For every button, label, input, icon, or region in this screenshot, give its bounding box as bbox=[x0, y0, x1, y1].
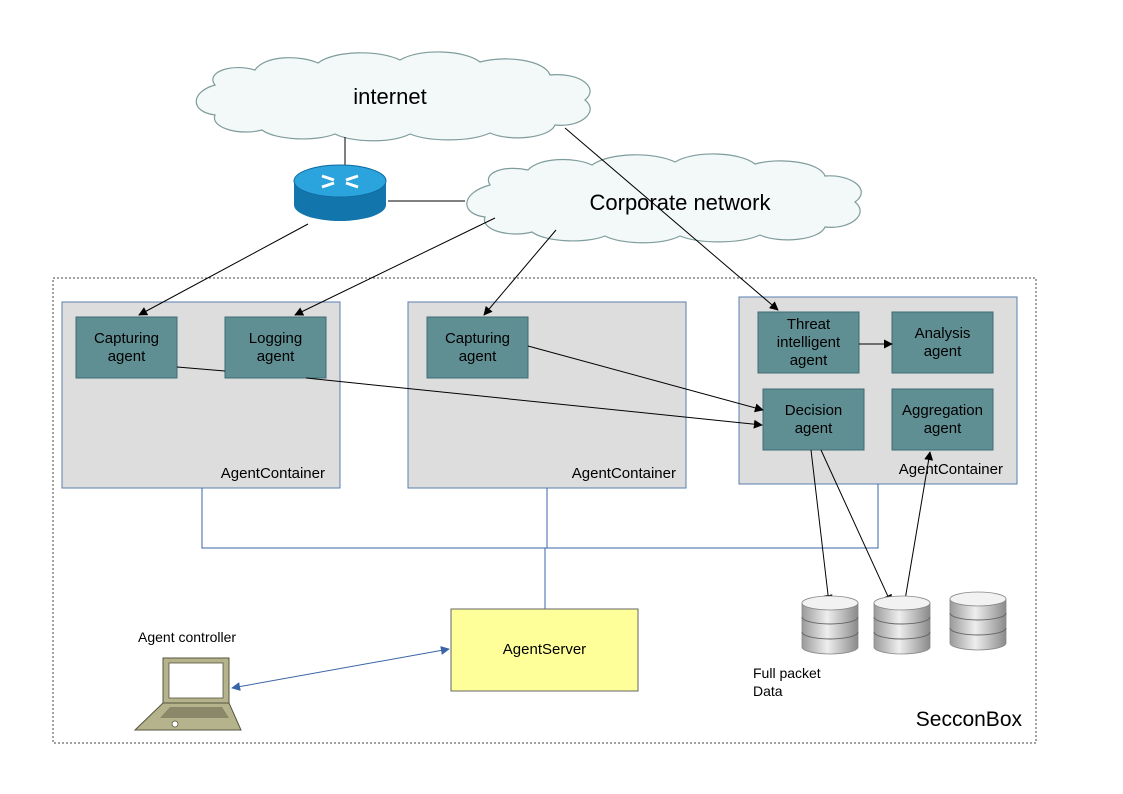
storage-label-line2: Data bbox=[753, 683, 783, 699]
svg-text:Capturing: Capturing bbox=[445, 330, 510, 347]
capturing-agent-1: Capturing agent bbox=[75, 316, 178, 379]
svg-text:Threat: Threat bbox=[787, 316, 831, 333]
storage-label-line1: Full packet bbox=[753, 665, 821, 681]
internet-label: internet bbox=[353, 84, 426, 109]
analysis-agent: Analysis agent bbox=[891, 311, 994, 374]
agent-container-label: AgentContainer bbox=[899, 461, 1003, 478]
container-bus bbox=[201, 484, 879, 609]
agent-controller-label: Agent controller bbox=[138, 629, 236, 645]
svg-text:intelligent: intelligent bbox=[777, 334, 841, 351]
svg-text:agent: agent bbox=[924, 343, 962, 360]
agent-container-label: AgentContainer bbox=[221, 465, 325, 482]
corporate-network-label: Corporate network bbox=[590, 190, 772, 215]
svg-text:agent: agent bbox=[108, 348, 146, 365]
svg-text:agent: agent bbox=[459, 348, 497, 365]
database-icon bbox=[949, 591, 1007, 651]
data-flow-arrows bbox=[138, 127, 934, 604]
svg-text:Capturing: Capturing bbox=[94, 330, 159, 347]
database-icon bbox=[873, 595, 931, 655]
agent-container-1: AgentContainer Capturing agent Logging a… bbox=[61, 301, 341, 489]
laptop-icon bbox=[133, 657, 242, 731]
decision-agent: Decision agent bbox=[762, 388, 865, 451]
agent-server-label: AgentServer bbox=[503, 641, 586, 658]
agent-container-label: AgentContainer bbox=[572, 465, 676, 482]
agent-container-2: AgentContainer Capturing agent bbox=[407, 301, 687, 489]
corporate-network-cloud: Corporate network bbox=[466, 153, 862, 244]
agent-server: AgentServer bbox=[450, 608, 639, 692]
svg-text:Aggregation: Aggregation bbox=[902, 402, 983, 419]
svg-text:agent: agent bbox=[790, 352, 828, 369]
capturing-agent-2: Capturing agent bbox=[426, 316, 529, 379]
svg-text:agent: agent bbox=[924, 420, 962, 437]
svg-text:Logging: Logging bbox=[249, 330, 302, 347]
database-icon bbox=[801, 595, 859, 655]
agent-container-3: AgentContainer Threat intelligent agent … bbox=[738, 296, 1018, 485]
aggregation-agent: Aggregation agent bbox=[891, 388, 994, 451]
threat-intelligent-agent: Threat intelligent agent bbox=[757, 311, 860, 374]
seccon-box-label: SecconBox bbox=[916, 708, 1023, 731]
internet-cloud: internet bbox=[195, 51, 591, 142]
router-icon bbox=[293, 137, 465, 221]
svg-text:agent: agent bbox=[795, 420, 833, 437]
svg-text:Decision: Decision bbox=[785, 402, 843, 419]
svg-text:Analysis: Analysis bbox=[915, 325, 971, 342]
logging-agent: Logging agent bbox=[224, 316, 327, 379]
svg-text:agent: agent bbox=[257, 348, 295, 365]
controller-link bbox=[231, 646, 450, 691]
